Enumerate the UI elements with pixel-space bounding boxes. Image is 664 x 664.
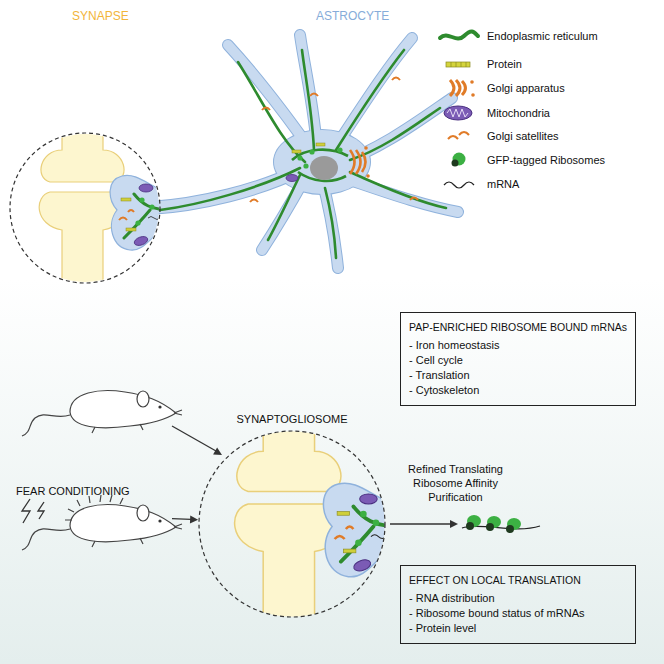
arrow-line (172, 426, 216, 451)
fear-conditioning-mouse: FEAR CONDITIONING (12, 480, 172, 550)
legend-label: Golgi apparatus (487, 81, 565, 95)
mouse-part (70, 391, 176, 428)
astrocyte-body-part (274, 130, 370, 194)
heading: FEAR CONDITIONING (12, 480, 172, 498)
astrocyte-organelles-part (350, 150, 366, 174)
region-label: SYNAPSE (72, 9, 162, 23)
astrocyte-organelles-part (292, 150, 348, 181)
connector-line (172, 518, 191, 520)
legend-icons-part (451, 62, 466, 67)
fear-mouse-part (22, 524, 182, 550)
dashed-circle-outline (199, 431, 385, 617)
legend-label: GFP-tagged Ribosomes (487, 153, 605, 167)
result-box: PAP-ENRICHED RIBOSOME BOUND mRNAs - Iron … (400, 312, 636, 406)
fear-mouse-part (137, 505, 149, 521)
mouse-part (22, 410, 182, 436)
astrocyte-organelles-part (364, 146, 368, 150)
arrow-head (450, 520, 458, 528)
astrocyte-organelles-part (250, 78, 418, 203)
mouse-part (137, 391, 149, 407)
synaptogliosome-content (235, 424, 401, 627)
legend-icons-part (447, 109, 468, 117)
astrocyte-organelles-part (297, 155, 302, 160)
arrow-line (390, 523, 451, 524)
region-label: ASTROCYTE (316, 9, 416, 23)
ribosome-mrna-part (466, 522, 474, 530)
legend-icons-part (448, 132, 469, 139)
legend-label: Golgi satellites (487, 129, 559, 143)
astrocyte-organelles-part (309, 149, 314, 154)
legend-label: Endoplasmic reticulum (487, 29, 598, 43)
astrocyte-organelles-part (286, 175, 298, 182)
astrocyte-organelles-part (160, 50, 446, 258)
legend-icons-part (444, 182, 474, 188)
synapse-pap-part (39, 128, 172, 290)
arrow-head (190, 515, 198, 523)
heading: SYNAPTOGLIOSOME (178, 412, 406, 426)
astrocyte-organelles-part (366, 174, 370, 178)
astrocyte-outline-part (150, 170, 300, 208)
list-item: - Translation (409, 368, 627, 383)
synaptogliosome-circle: SYNAPTOGLIOSOME (198, 430, 386, 618)
list-item: - Iron homeostasis (409, 338, 627, 353)
legend-label: mRNA (487, 177, 519, 191)
astrocyte-organelles (160, 50, 446, 258)
astrocyte-outline (150, 35, 458, 268)
legend-icons-part (440, 31, 478, 38)
heading: EFFECT ON LOCAL TRANSLATION (409, 573, 627, 588)
legend-icons-part (450, 80, 466, 96)
legend-icons-part (446, 62, 470, 67)
ribosome-mrna (462, 515, 540, 533)
astrocyte-body-part (150, 170, 300, 208)
legend-icons-part (471, 93, 475, 97)
legend-icons-part (444, 106, 472, 120)
legend-icons (440, 31, 478, 188)
legend-label: Mitochondria (487, 106, 550, 120)
ribosome-mrna-part (486, 523, 494, 531)
result-box: EFFECT ON LOCAL TRANSLATION - RNA distrib… (400, 565, 636, 644)
legend-icons-part (452, 160, 459, 167)
list-item: - Cytoskeleton (409, 383, 627, 398)
fear-mouse-part (70, 505, 176, 542)
astrocyte-organelles-part (316, 143, 325, 146)
astrocyte-organelles-part (292, 150, 301, 153)
mouse-part (158, 405, 161, 408)
ribosome-mrna-part (506, 525, 514, 533)
connector (172, 515, 198, 523)
arrow-head (213, 448, 222, 456)
astrocyte-organelles-part (310, 156, 338, 180)
astrocyte-organelles-part (303, 163, 308, 168)
fear-mouse-part (22, 499, 44, 523)
list-item: - RNA distribution (409, 591, 627, 606)
list-item: - Protein level (409, 621, 627, 636)
astrocyte-body (150, 35, 458, 268)
method-label: Refined Translating Ribosome Affinity Pu… (398, 462, 513, 504)
fear-mouse-part (158, 519, 161, 522)
fear-mouse-part (65, 495, 123, 520)
legend-label: Protein (487, 57, 522, 71)
zoom-circle (10, 133, 160, 283)
legend-icons-part (470, 80, 474, 84)
heading: PAP-ENRICHED RIBOSOME BOUND mRNAs (409, 320, 627, 335)
list-item: - Cell cycle (409, 353, 627, 368)
dashed-circle (198, 430, 386, 618)
astrocyte-organelles-part (337, 147, 342, 152)
list-item: - Ribosome bound status of mRNAs (409, 606, 627, 621)
synaptogliosome-content-part (235, 424, 401, 627)
fear-mouse (22, 495, 182, 550)
legend-icons-part (453, 153, 466, 166)
synapse-pap (39, 128, 172, 290)
mouse (22, 391, 182, 436)
